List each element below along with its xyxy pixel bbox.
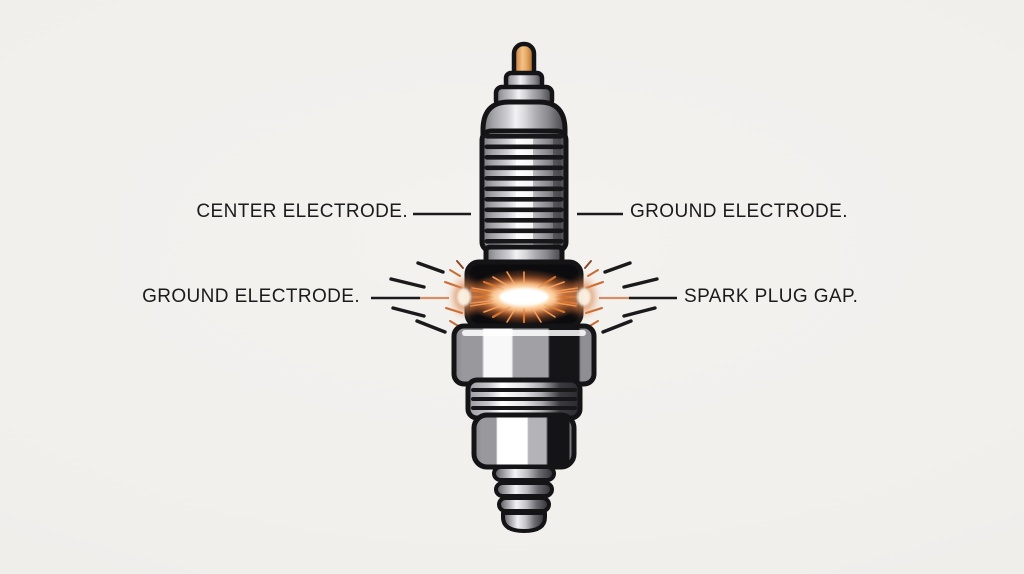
lower-shell [471,412,577,470]
label-ground-electrode-bottom: GROUND ELECTRODE. [142,286,360,307]
insulator-ribs [479,128,569,254]
thread-end-tip [501,511,547,533]
leader-lines [371,212,677,300]
spark-flash [449,269,599,324]
spark-plug-body [449,41,599,533]
threads [492,465,556,533]
label-ground-electrode-top: GROUND ELECTRODE. [630,201,848,222]
label-center-electrode: CENTER ELECTRODE. [196,201,408,222]
groove-collar [465,377,583,421]
hex-nut [451,323,597,387]
label-spark-plug-gap: SPARK PLUG GAP. [684,286,859,307]
